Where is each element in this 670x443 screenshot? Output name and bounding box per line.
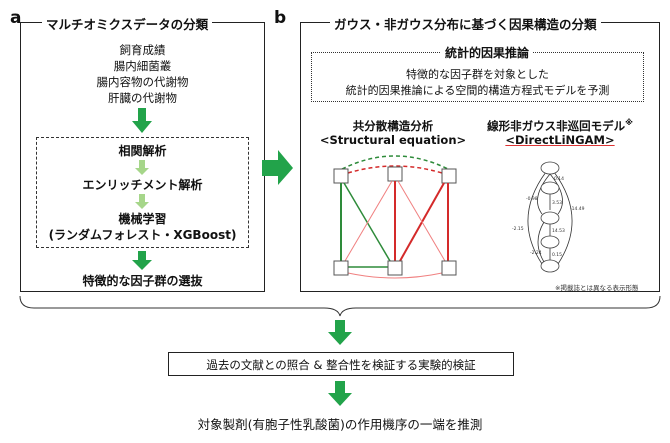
inference-desc-line2: 統計的因果推論による空間的構造方程式モデルを予測 bbox=[345, 84, 610, 97]
lingam-title: 線形非ガウス非巡回モデル※ bbox=[470, 118, 650, 134]
sem-path-diagram bbox=[333, 155, 457, 279]
inference-title: 統計的因果推論 bbox=[441, 44, 534, 61]
arrow-right-icon bbox=[262, 150, 293, 185]
arrow-down-icon bbox=[135, 160, 149, 175]
sem-node bbox=[441, 260, 457, 276]
lingam-edge-label: 0.14 bbox=[554, 176, 564, 182]
arrow-down-icon bbox=[328, 381, 352, 406]
lingam-edge-label: 3.53 bbox=[552, 200, 562, 206]
sem-node bbox=[441, 168, 457, 184]
lingam-node bbox=[540, 211, 560, 225]
step-enrichment: エンリッチメント解析 bbox=[82, 178, 203, 192]
sem-path bbox=[343, 182, 391, 262]
result-feature-selection: 特徴的な因子群の選抜 bbox=[82, 274, 203, 288]
sem-title: 共分散構造分析 bbox=[352, 119, 434, 133]
lingam-node bbox=[540, 259, 560, 273]
data-type-feeding: 飼育成績 bbox=[119, 43, 166, 57]
analysis-steps-box bbox=[36, 137, 249, 248]
panel-b-letter: b bbox=[274, 8, 287, 28]
inference-desc-line1: 特徴的な因子群を対象とした bbox=[406, 68, 549, 81]
lingam-title-footnote-mark: ※ bbox=[625, 118, 633, 128]
lingam-edge bbox=[527, 171, 547, 265]
sem-path bbox=[397, 180, 446, 262]
lingam-edge-label: -14.49 bbox=[570, 206, 585, 212]
lingam-edge bbox=[553, 171, 573, 265]
lingam-edge-label: -0.98 bbox=[526, 196, 538, 202]
sem-path bbox=[347, 272, 443, 279]
conclusion-text: 対象製剤(有胞子性乳酸菌)の作用機序の一端を推測 bbox=[197, 417, 483, 432]
lingam-node bbox=[540, 161, 560, 175]
validation-box bbox=[168, 352, 514, 376]
sem-node bbox=[333, 260, 349, 276]
validation-text: 過去の文献との照合 & 整合性を検証する実験的検証 bbox=[206, 358, 476, 372]
step-correlation: 相関解析 bbox=[118, 144, 167, 158]
panel-a-title: マルチオミクスデータの分類 bbox=[42, 14, 213, 33]
arrow-down-icon bbox=[135, 194, 149, 209]
arrow-down-icon bbox=[328, 320, 352, 345]
lingam-edge-label: -2.24 bbox=[530, 250, 542, 256]
step-machine-learning: 機械学習 bbox=[118, 212, 167, 226]
summary-brace bbox=[19, 295, 661, 317]
sem-node bbox=[387, 260, 403, 276]
lingam-edge-label: 0.15 bbox=[552, 252, 562, 258]
lingam-edge bbox=[537, 173, 551, 215]
sem-subtitle: <Structural equation> bbox=[319, 133, 467, 147]
lingam-node bbox=[540, 235, 560, 249]
sem-node bbox=[333, 168, 349, 184]
data-type-liver-metabolites: 肝臓の代謝物 bbox=[108, 91, 177, 105]
panel-b-title: ガウス・非ガウス分布に基づく因果構造の分類 bbox=[330, 14, 601, 33]
sem-covariance-arc bbox=[347, 165, 443, 174]
lingam-edge-label: -2.15 bbox=[512, 226, 524, 232]
lingam-subtitle-text: <DirectLiNGAM> bbox=[505, 133, 615, 147]
display-note: ※掲載誌とは異なる表示形態 bbox=[555, 284, 639, 292]
sem-node bbox=[387, 166, 403, 182]
lingam-title-text: 線形非ガウス非巡回モデル bbox=[487, 119, 626, 133]
arrow-down-icon bbox=[132, 251, 152, 270]
lingam-node bbox=[540, 181, 560, 195]
data-type-gut-metabolites: 腸内容物の代謝物 bbox=[96, 75, 189, 89]
lingam-edge bbox=[549, 173, 563, 215]
lingam-subtitle: <DirectLiNGAM> bbox=[470, 133, 650, 147]
arrow-down-icon bbox=[132, 108, 152, 133]
lingam-dag-diagram: 0.14 -0.98 -14.49 3.53 -2.15 14.53 -2.24… bbox=[512, 161, 585, 273]
data-type-gut-microbiota: 腸内細菌叢 bbox=[113, 59, 172, 73]
panel-a-letter: a bbox=[10, 8, 22, 28]
sem-path bbox=[344, 180, 393, 262]
step-ml-methods: (ランダムフォレスト・XGBoost) bbox=[48, 228, 237, 242]
lingam-edge-label: 14.53 bbox=[552, 228, 565, 234]
lingam-edge bbox=[537, 221, 545, 263]
